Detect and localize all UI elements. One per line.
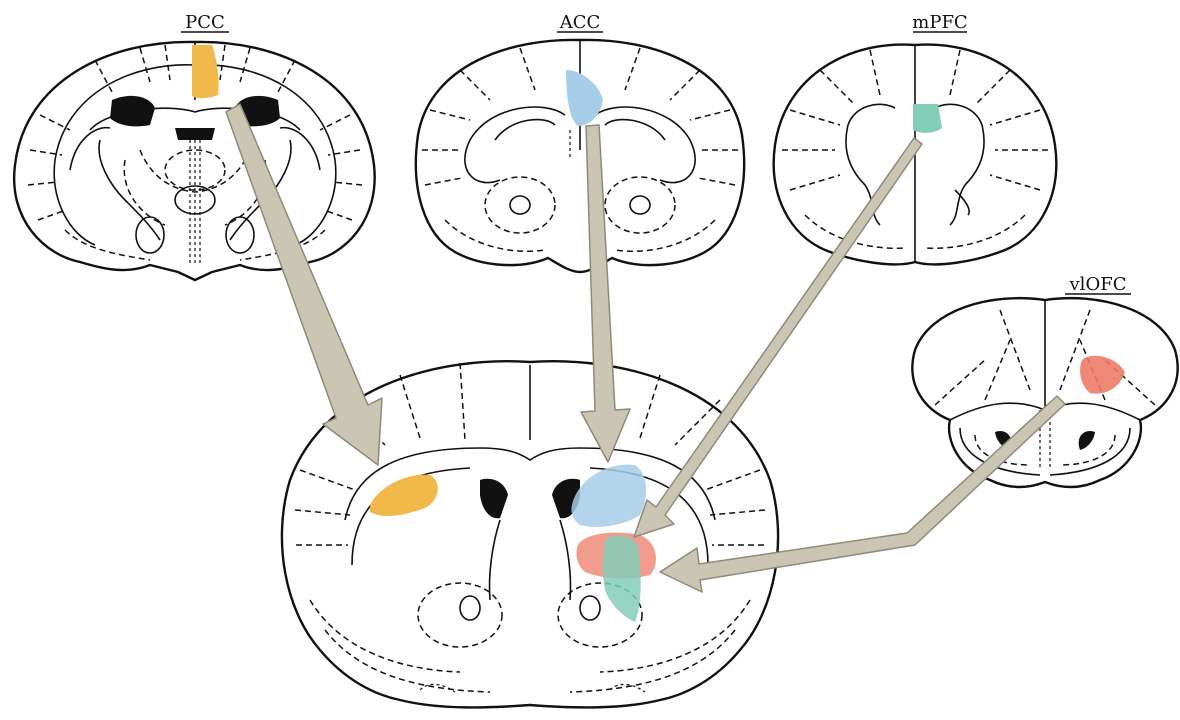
label-acc: ACC [559, 12, 601, 33]
mpfc-region-highlight [913, 104, 942, 133]
label-mpfc: mPFC [912, 12, 967, 33]
vlofc-section [912, 298, 1177, 487]
label-vlofc: vlOFC [1069, 274, 1127, 295]
label-pcc: PCC [185, 12, 225, 33]
